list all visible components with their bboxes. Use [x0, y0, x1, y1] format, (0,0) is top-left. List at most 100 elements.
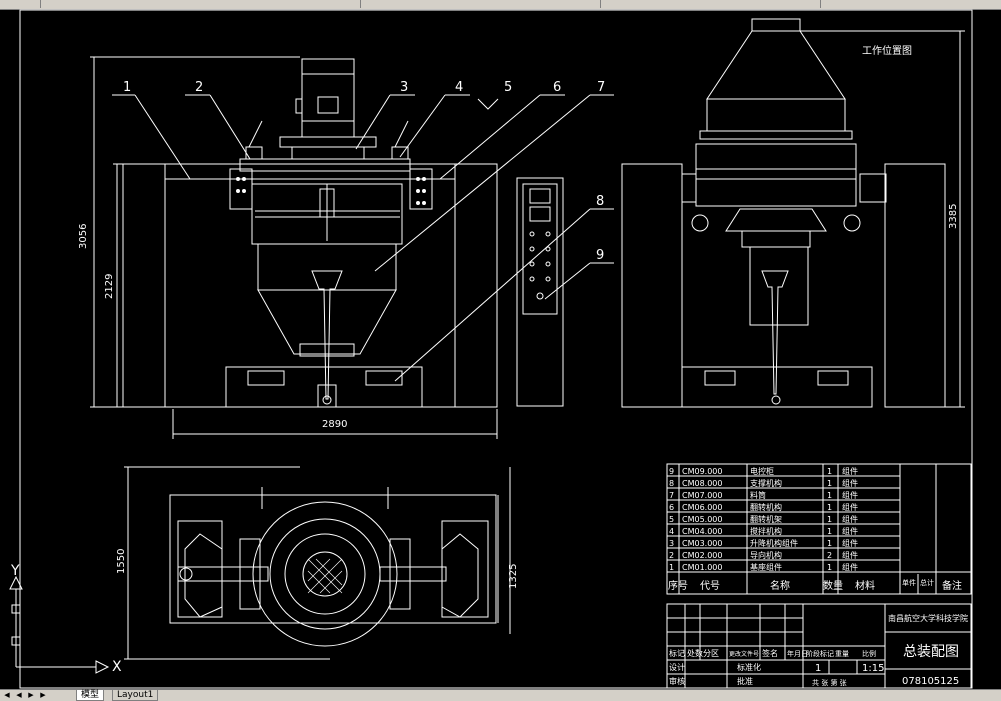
dim-total-height: 3056	[78, 224, 89, 249]
bom-cell-mat: 组件	[842, 538, 858, 548]
dim-width: 2890	[322, 419, 347, 430]
bom-cell-qty: 1	[827, 479, 832, 488]
bom-cell-qty: 1	[827, 467, 832, 476]
tb-standard: 标准化	[737, 662, 761, 672]
balloon-7: 7	[597, 80, 605, 95]
bom-cell-code: CM06.000	[682, 503, 722, 512]
bom-cell-mat: 组件	[842, 526, 858, 536]
bom-header-code: 代号	[700, 580, 720, 592]
balloon-3: 3	[400, 80, 408, 95]
tb-approve: 批准	[737, 676, 753, 686]
bom-cell-code: CM07.000	[682, 491, 722, 500]
tb-label-zone: 分区	[703, 649, 719, 658]
bom-cell-code: CM03.000	[682, 539, 722, 548]
drawing-canvas[interactable]: 1 2 3 4 5 6 7 8 9 3056 2129 2890 工作位置图	[0, 9, 1001, 689]
tb-label-count: 处数	[687, 648, 703, 658]
bom-cell-name: 料筒	[750, 490, 766, 500]
bom-cell-name: 翻转机架	[750, 514, 782, 524]
cad-drawing: 1 2 3 4 5 6 7 8 9 3056 2129 2890 工作位置图	[9, 9, 973, 689]
view-title: 工作位置图	[862, 44, 912, 57]
tab-model[interactable]: 模型	[76, 690, 105, 701]
bom-cell-qty: 1	[827, 563, 832, 572]
bom-cell-mat: 组件	[842, 514, 858, 524]
bom-cell-mat: 组件	[842, 466, 858, 476]
bom-cell-qty: 1	[827, 539, 832, 548]
toolbar-segment[interactable]	[360, 0, 601, 8]
bom-cell-no: 9	[669, 467, 674, 476]
bom-cell-no: 1	[669, 563, 674, 572]
plan-view	[124, 466, 511, 660]
bom-cell-qty: 1	[827, 491, 832, 500]
title-block	[666, 603, 972, 689]
bom-header-name: 名称	[770, 579, 790, 592]
tb-design: 设计	[669, 662, 685, 672]
bom-header-unit: 单件	[902, 578, 916, 587]
bom-cell-name: 升降机构组件	[750, 538, 798, 548]
bom-cell-no: 2	[669, 551, 674, 560]
bom-cell-code: CM01.000	[682, 563, 722, 572]
bom-cell-code: CM08.000	[682, 479, 722, 488]
tb-drawing-no: 078105125	[902, 676, 959, 687]
bom-cell-no: 4	[669, 527, 674, 536]
dim-plan-depth: 1550	[116, 549, 127, 574]
balloon-9: 9	[596, 248, 604, 263]
tb-ratio: 比例	[862, 649, 876, 658]
dim-body-height: 2129	[104, 274, 115, 299]
bom-cell-qty: 1	[827, 515, 832, 524]
nav-first-icon[interactable]: ◀	[4, 691, 10, 699]
tb-label-mark: 标记	[669, 648, 685, 658]
toolbar-segment[interactable]	[0, 0, 41, 8]
bom-cell-name: 电控柜	[750, 466, 774, 476]
bom-cell-no: 7	[669, 491, 674, 500]
bom-cell-code: CM02.000	[682, 551, 722, 560]
bom-header: 序号 代号 名称 数量 材料 单件 总计 备注	[668, 578, 962, 592]
tab-layout1[interactable]: Layout1	[112, 690, 159, 701]
tb-qty: 1	[815, 663, 821, 674]
tb-weight: 重量	[835, 650, 849, 658]
bom-cell-no: 3	[669, 539, 674, 548]
bom-cell-no: 6	[669, 503, 674, 512]
bom-table	[666, 463, 972, 595]
tb-label-sign: 签名	[762, 648, 778, 658]
tb-label-date: 年月日	[787, 649, 808, 658]
balloon-leaders	[112, 94, 614, 382]
balloon-5: 5	[504, 80, 512, 95]
toolbar-segment[interactable]	[600, 0, 821, 8]
front-dimensions	[90, 56, 498, 439]
tb-audit: 审核	[669, 676, 685, 686]
bom-cell-mat: 组件	[842, 490, 858, 500]
nav-last-icon[interactable]: ▶	[40, 691, 46, 699]
bom-cell-name: 搅拌机构	[750, 526, 782, 536]
layout-tab-bar: ◀ ◀ ▶ ▶ 模型 Layout1	[0, 689, 1001, 701]
bom-header-material: 材料	[855, 579, 875, 592]
title-block-text: 标记 处数 分区 更改文件号 签名 年月日 设计 标准化 审核 批准 阶段标记 …	[669, 613, 968, 687]
tb-school: 南昌航空大学科技学院	[888, 613, 968, 623]
balloon-8: 8	[596, 194, 604, 209]
bom-header-no: 序号	[668, 579, 688, 592]
tb-scale: 1:15	[862, 663, 884, 674]
ucs-icon	[9, 575, 110, 674]
balloon-2: 2	[195, 80, 203, 95]
bom-cell-name: 支撑机构	[750, 478, 782, 488]
bom-cell-name: 基座组件	[750, 562, 782, 572]
nav-next-icon[interactable]: ▶	[28, 691, 34, 699]
dim-plan-depth2: 1325	[508, 564, 519, 589]
balloon-4: 4	[455, 80, 463, 95]
toolbar-segment[interactable]	[40, 0, 361, 8]
ucs-x-label: X	[112, 659, 122, 675]
bom-cell-mat: 组件	[842, 550, 858, 560]
side-view: 工作位置图	[621, 18, 965, 408]
nav-prev-icon[interactable]: ◀	[16, 691, 22, 699]
bom-cell-name: 导向机构	[750, 550, 782, 560]
control-cabinet	[516, 177, 564, 407]
drawing-frame	[19, 9, 973, 689]
bom-cell-code: CM04.000	[682, 527, 722, 536]
bom-cell-qty: 1	[827, 503, 832, 512]
balloon-1: 1	[123, 80, 131, 95]
bom-header-total: 总计	[920, 578, 934, 587]
tb-sheet: 共 张 第 张	[812, 678, 847, 687]
balloon-6: 6	[553, 80, 561, 95]
toolbar-segment[interactable]	[820, 0, 1001, 8]
front-view	[122, 58, 498, 408]
